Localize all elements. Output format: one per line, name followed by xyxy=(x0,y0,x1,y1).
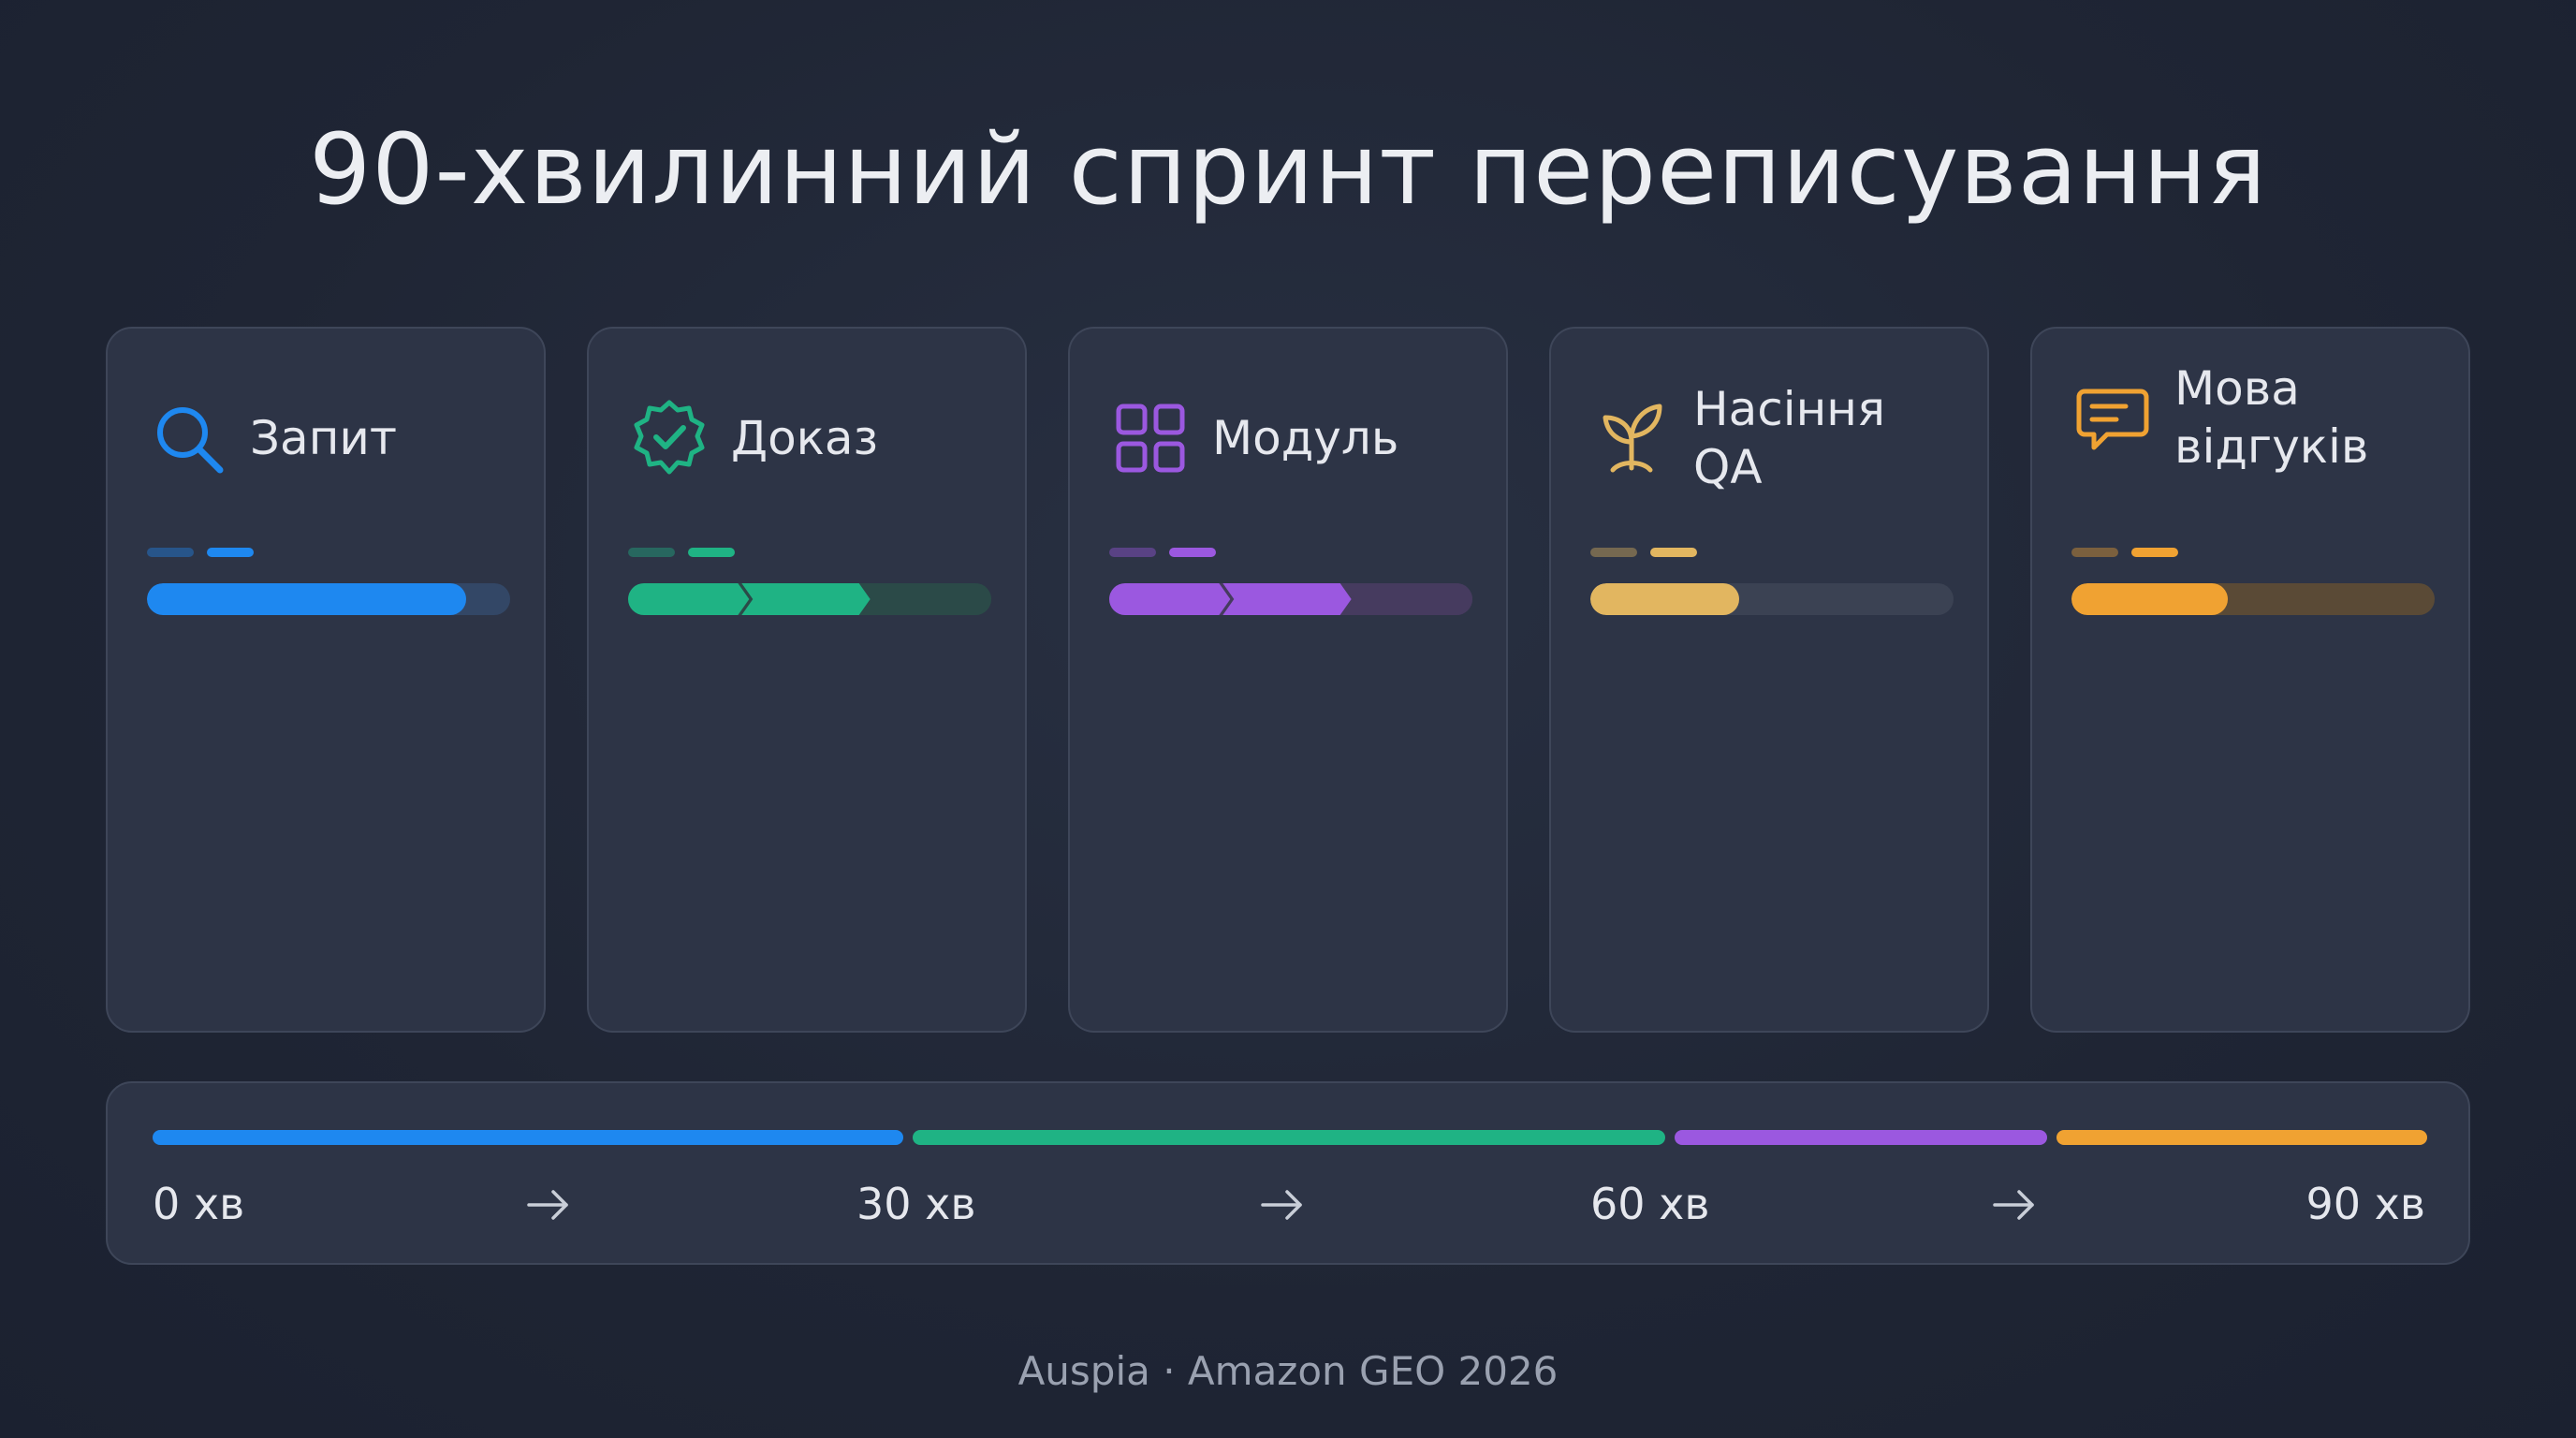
progress-segment-filled xyxy=(628,583,750,615)
progress-segment-filled xyxy=(741,583,871,615)
timeline-label-30: 30 хв xyxy=(856,1179,976,1229)
arrow-right-icon xyxy=(1993,1190,2034,1220)
progress-fill xyxy=(2071,583,2228,615)
timeline-label-start: 0 хв xyxy=(153,1179,245,1229)
timeline-segment-query xyxy=(153,1130,903,1145)
dash-muted xyxy=(628,548,675,557)
progress-fill xyxy=(1590,583,1739,615)
arrow-right-icon xyxy=(527,1190,568,1220)
dash-accent xyxy=(1169,548,1216,557)
progress-fill xyxy=(147,583,466,615)
card-proof: Доказ xyxy=(587,327,1027,1033)
dash-muted xyxy=(147,548,194,557)
timeline-segment-feedback xyxy=(2056,1130,2427,1145)
card-label: Насіння QA xyxy=(1693,382,1886,494)
card-progress-bar xyxy=(628,583,991,615)
dash-accent xyxy=(207,548,254,557)
card-feedback-language: Мова відгуків xyxy=(2030,327,2470,1033)
sprout-icon xyxy=(1592,399,1671,477)
progress-segment-empty xyxy=(1343,583,1472,615)
dash-muted xyxy=(1109,548,1156,557)
progress-segment-filled xyxy=(1222,583,1352,615)
step-cards: Запит Доказ Модуль Насіння QA xyxy=(106,327,2470,1034)
timeline: 0 хв 30 хв 60 хв 90 хв xyxy=(106,1081,2470,1265)
card-label: Мова відгуків xyxy=(2174,361,2369,474)
card-module: Модуль xyxy=(1068,327,1508,1033)
dash-accent xyxy=(2131,548,2178,557)
card-progress-bar xyxy=(1109,583,1472,615)
progress-segment-empty xyxy=(862,583,991,615)
dash-accent xyxy=(1650,548,1697,557)
card-label: Запит xyxy=(250,411,398,465)
dash-muted xyxy=(2071,548,2118,557)
card-progress-bar xyxy=(147,583,510,615)
verified-badge-icon xyxy=(630,399,709,477)
card-query: Запит xyxy=(106,327,546,1033)
search-icon xyxy=(149,399,227,477)
footer-credit: Auspia · Amazon GEO 2026 xyxy=(1017,1348,1559,1394)
card-label: Модуль xyxy=(1212,411,1399,465)
timeline-segment-proof xyxy=(913,1130,1665,1145)
timeline-segment-module xyxy=(1675,1130,2047,1145)
card-progress-bar xyxy=(1590,583,1954,615)
card-qa-seed: Насіння QA xyxy=(1549,327,1989,1033)
grid-icon xyxy=(1111,399,1190,477)
progress-segment-filled xyxy=(1109,583,1231,615)
chat-icon xyxy=(2073,378,2152,457)
arrow-right-icon xyxy=(1261,1190,1302,1220)
timeline-label-end: 90 хв xyxy=(2305,1179,2426,1229)
timeline-label-60: 60 хв xyxy=(1590,1179,1710,1229)
page-title: 90-хвилинний спринт переписування xyxy=(309,112,2267,227)
card-progress-bar xyxy=(2071,583,2435,615)
dash-muted xyxy=(1590,548,1637,557)
dash-accent xyxy=(688,548,735,557)
card-label: Доказ xyxy=(731,411,879,465)
